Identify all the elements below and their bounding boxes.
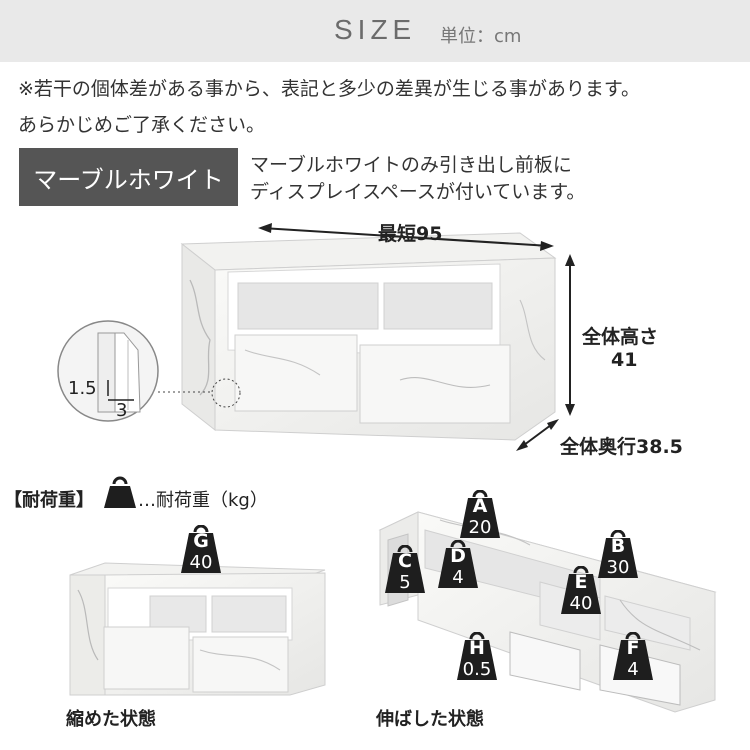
compact-state-illustration <box>69 562 326 696</box>
weight-tag-value: 20 <box>468 517 492 538</box>
weight-shape-icon <box>613 632 653 680</box>
color-description-line-2: ディスプレイスペースが付いています。 <box>250 181 586 203</box>
weight-shape-icon <box>561 566 601 614</box>
weight-tag-letter: B <box>610 535 626 557</box>
header-band <box>0 0 750 62</box>
weight-icon <box>104 476 136 508</box>
unit-label: 単位：cm <box>440 26 522 47</box>
disclaimer-line-1: ※若干の個体差がある事から、表記と多少の差異が生じる事があります。 <box>18 78 641 100</box>
weight-tag-letter: G <box>193 530 209 552</box>
weight-tag-letter: A <box>472 495 488 517</box>
weight-shape-icon <box>598 530 638 578</box>
page-title: SIZE <box>334 14 417 45</box>
disclaimer-line-2: あらかじめご了承ください。 <box>18 114 266 136</box>
height-label: 全体高さ <box>582 326 659 348</box>
weight-tag-value: 4 <box>627 659 639 680</box>
board-detail-zoom <box>57 320 241 422</box>
color-description-line-1: マーブルホワイトのみ引き出し前板に <box>250 154 572 176</box>
weight-shape-icon <box>438 540 478 588</box>
weight-shape-icon <box>385 545 425 593</box>
weight-shape-icon <box>181 525 221 573</box>
width-dimension-arrow <box>258 223 554 251</box>
weight-tag-value: 0.5 <box>462 659 492 680</box>
height-dimension-arrow <box>565 254 575 416</box>
weight-tag-letter: H <box>469 637 485 659</box>
board-thickness-label: 1.5 <box>68 378 97 399</box>
weight-tag-value: 4 <box>452 567 464 588</box>
extended-caption: 伸ばした状態 <box>376 709 484 730</box>
load-capacity-legend: …耐荷重（kg） <box>138 490 268 511</box>
height-value: 41 <box>611 349 638 371</box>
weight-shape-icon <box>460 490 500 538</box>
weight-tag-letter: F <box>626 637 640 659</box>
weight-tag-value: 5 <box>399 572 411 593</box>
color-badge: マーブルホワイト <box>19 148 238 206</box>
weight-tag-letter: C <box>398 550 412 572</box>
weight-tag-letter: E <box>574 571 588 593</box>
load-capacity-heading: 【耐荷重】 <box>4 490 94 511</box>
depth-dimension-arrow <box>516 419 559 451</box>
weight-shape-icon <box>457 632 497 680</box>
depth-label: 全体奥行38.5 <box>560 436 683 458</box>
weight-tag-value: 30 <box>606 557 630 578</box>
weight-tag-letter: D <box>450 545 466 567</box>
compact-caption: 縮めた状態 <box>66 709 156 730</box>
width-label: 最短95 <box>378 223 443 245</box>
extended-state-illustration <box>378 511 717 713</box>
weight-tag-value: 40 <box>189 552 213 573</box>
weight-tag-value: 40 <box>569 593 593 614</box>
board-depth-label: 3 <box>116 400 128 421</box>
cabinet-top <box>180 232 557 441</box>
